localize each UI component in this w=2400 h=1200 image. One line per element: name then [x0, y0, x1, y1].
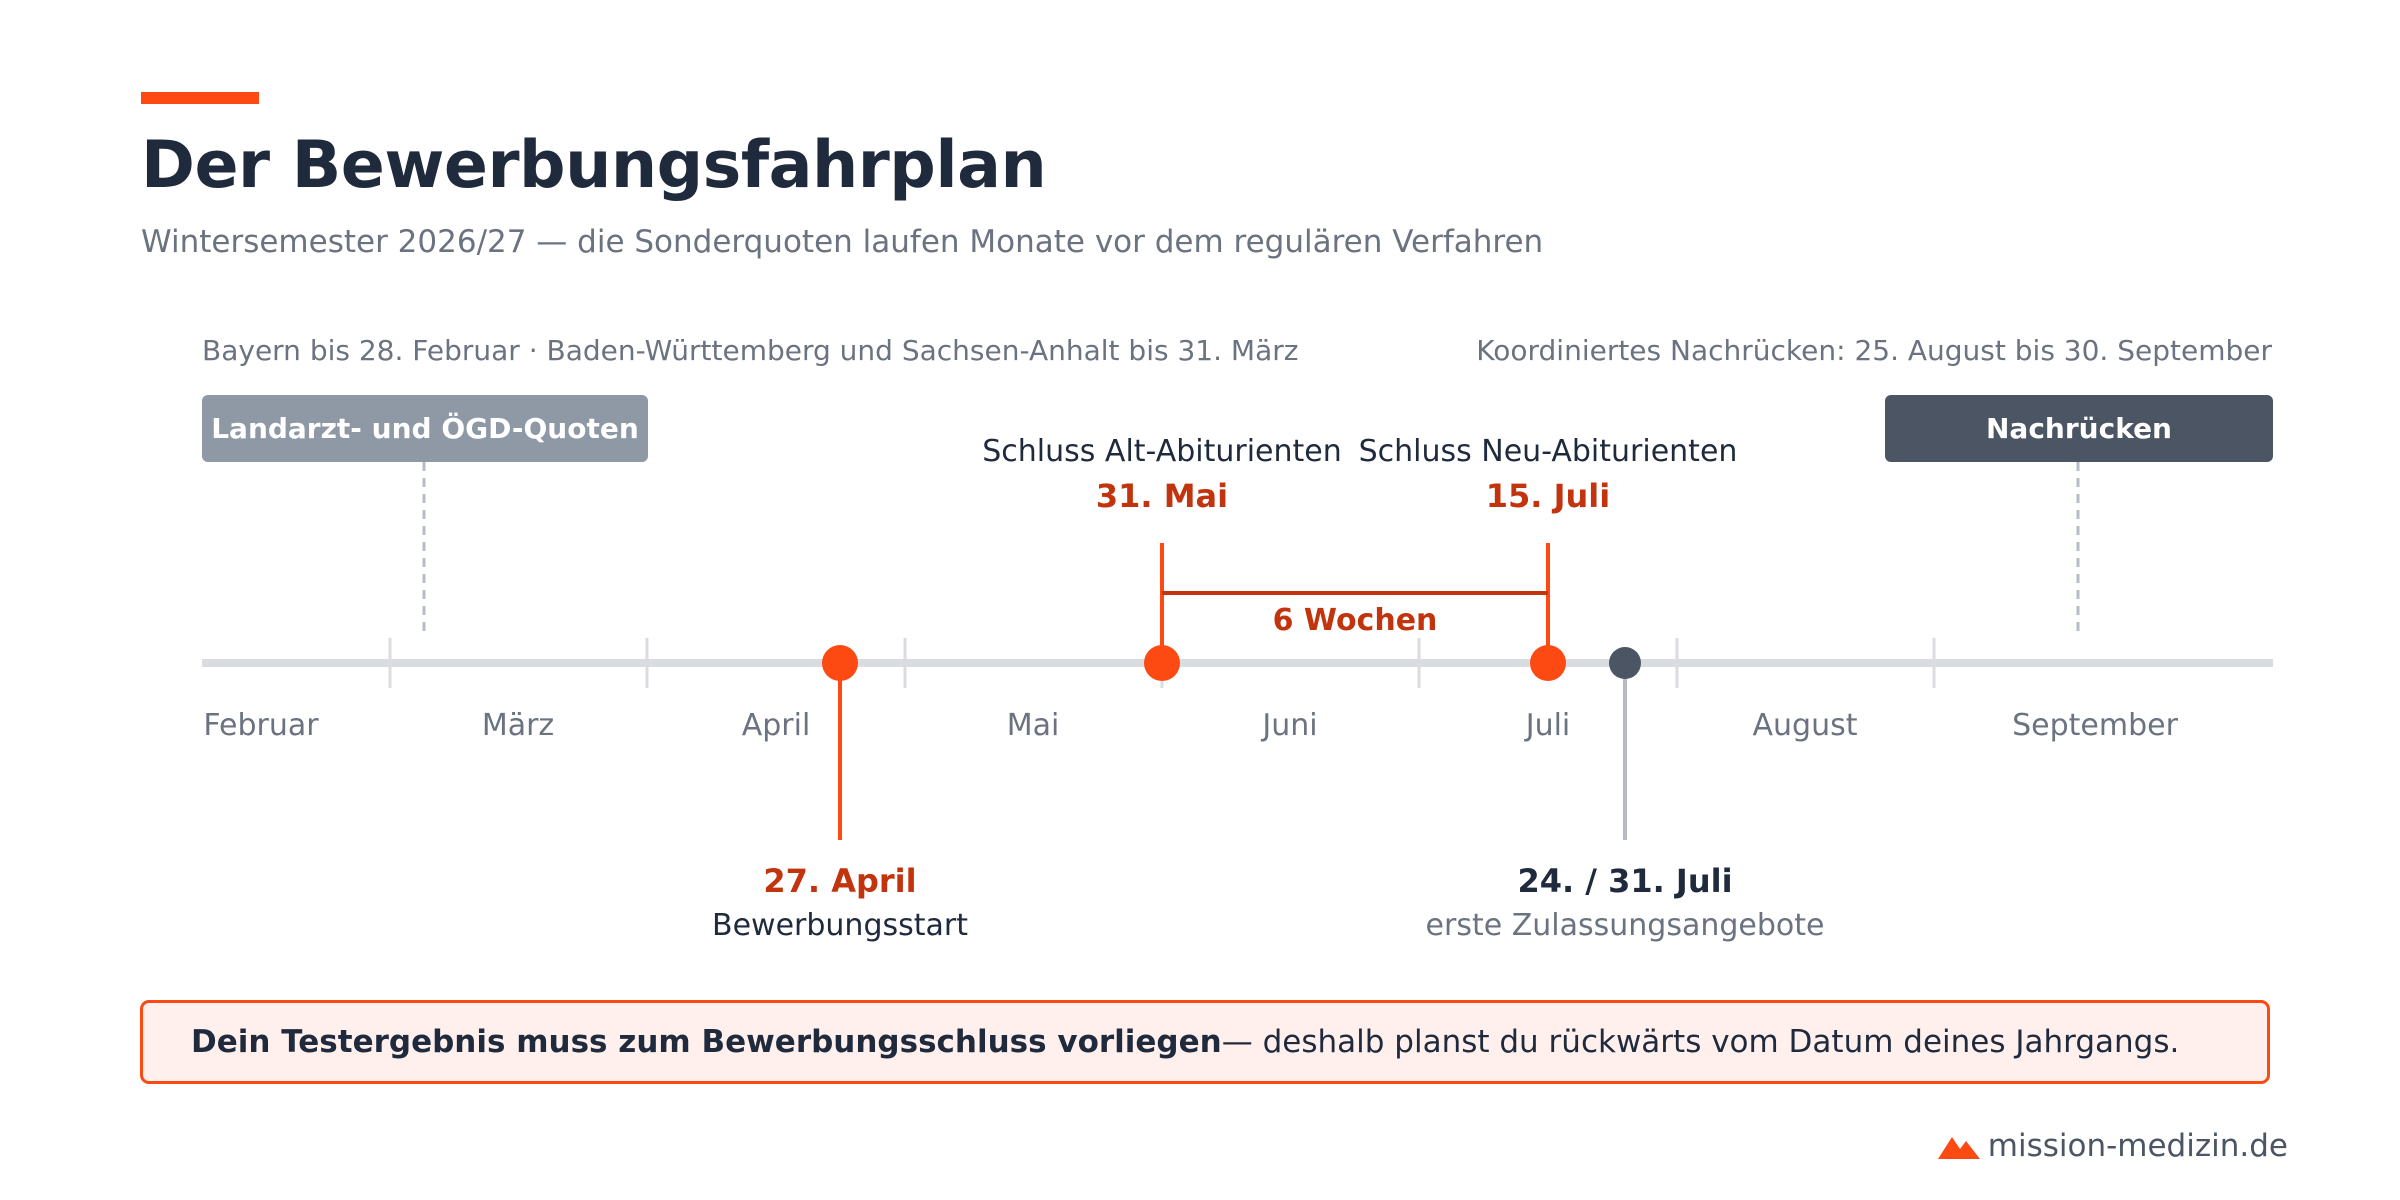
month-label: September: [2012, 708, 2178, 743]
neu-deadline-date: 15. Juli: [1485, 477, 1611, 515]
page-title: Der Bewerbungsfahrplan: [141, 128, 1047, 203]
start-marker: [822, 645, 858, 681]
alt-deadline-label: Schluss Alt-Abiturienten: [982, 434, 1342, 469]
callout-box: Dein Testergebnis muss zum Bewerbungssch…: [140, 1000, 2270, 1084]
callout-rest-text: — deshalb planst du rückwärts vom Datum …: [1221, 1024, 2180, 1060]
alt-deadline-date: 31. Mai: [1095, 477, 1229, 515]
month-label: Mai: [1006, 708, 1060, 743]
nachruecken-phase-pill: Nachrücken: [1885, 395, 2273, 462]
neu-deadline-marker: [1530, 645, 1566, 681]
quota-phase-pill: Landarzt- und ÖGD-Quoten: [202, 395, 648, 462]
page-subtitle: Wintersemester 2026/27 — die Sonderquote…: [141, 224, 1544, 260]
month-label: April: [741, 708, 811, 743]
month-label: Juni: [1262, 708, 1318, 743]
offers-label: erste Zulassungsangebote: [1425, 908, 1825, 943]
callout-bold-text: Dein Testergebnis muss zum Bewerbungssch…: [191, 1024, 1222, 1060]
month-label: Juli: [1525, 708, 1571, 743]
start-date: 27. April: [763, 862, 917, 900]
brand: mission-medizin.de: [1937, 1128, 2288, 1164]
accent-bar: [141, 92, 259, 104]
quota-deadlines-note: Bayern bis 28. Februar · Baden-Württembe…: [202, 334, 1299, 367]
month-label: Februar: [203, 708, 319, 743]
gap-label: 6 Wochen: [1272, 603, 1438, 638]
offers-date: 24. / 31. Juli: [1517, 862, 1733, 900]
alt-deadline-marker: [1144, 645, 1180, 681]
month-label: August: [1752, 708, 1858, 743]
month-label: März: [481, 708, 555, 743]
brand-text: mission-medizin.de: [1987, 1128, 2288, 1164]
offers-marker: [1609, 647, 1641, 679]
nachruecken-note: Koordiniertes Nachrücken: 25. August bis…: [1476, 334, 2272, 367]
start-label: Bewerbungsstart: [712, 908, 968, 943]
neu-deadline-label: Schluss Neu-Abiturienten: [1358, 434, 1738, 469]
mountain-icon: [1937, 1137, 1980, 1159]
